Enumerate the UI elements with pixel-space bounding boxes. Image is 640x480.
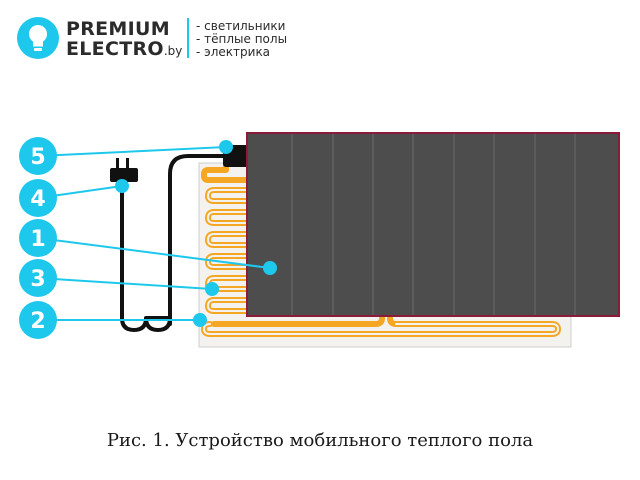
- power-cord-loop: [144, 317, 172, 333]
- tagline-item-floors: - тёплые полы: [196, 32, 288, 46]
- logo-divider: [187, 18, 189, 58]
- heating-mat-seams: [291, 134, 576, 315]
- callout-lines: [37, 146, 271, 321]
- tagline-item-lights: - светильники: [196, 19, 286, 33]
- callout-5: 5: [19, 137, 57, 175]
- logo-tagline: - светильники - тёплые полы - электрика: [196, 20, 287, 59]
- figure-caption: Рис. 1. Устройство мобильного теплого по…: [106, 430, 534, 451]
- callout-4-label: 4: [30, 187, 45, 212]
- logo-electro-text: ELECTRO: [66, 38, 164, 60]
- brand-logo[interactable]: PREMIUM ELECTRO.by - светильники - тёплы…: [16, 14, 316, 64]
- logo-name-electro: ELECTRO.by: [66, 38, 182, 60]
- bulb-icon: [17, 17, 59, 59]
- callout-3-label: 3: [30, 267, 45, 292]
- logo-name-premium: PREMIUM: [66, 18, 170, 40]
- callout-dots: [115, 140, 277, 327]
- callout-2: 2: [19, 301, 57, 339]
- logo-domain: .by: [163, 44, 183, 58]
- tagline-item-electrics: - электрика: [196, 45, 271, 59]
- floor-heating-diagram: 5 4 1 3 2: [19, 132, 620, 348]
- callout-5-label: 5: [30, 145, 45, 170]
- callout-1: 1: [19, 219, 57, 257]
- callout-3: 3: [19, 259, 57, 297]
- callout-4: 4: [19, 179, 57, 217]
- callout-1-label: 1: [30, 227, 45, 252]
- heating-mat: [246, 132, 620, 317]
- callout-2-label: 2: [30, 309, 45, 334]
